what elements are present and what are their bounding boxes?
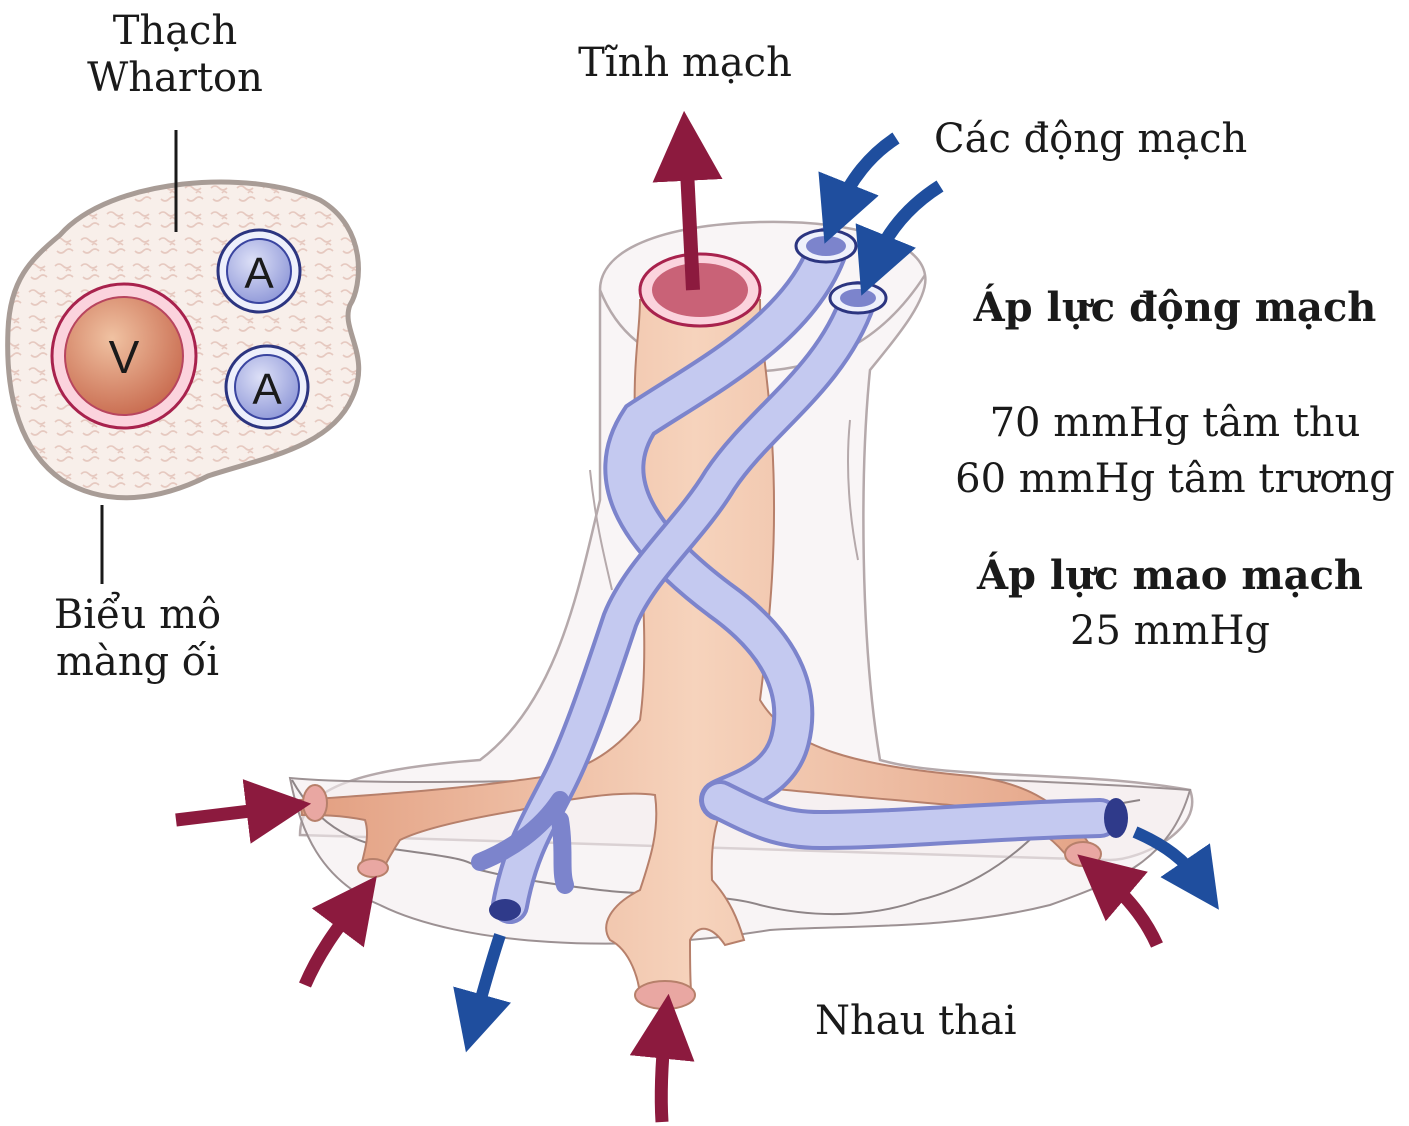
cord-cross-section: V A A (5, 130, 362, 584)
placenta-in-arrow-right (1077, 854, 1163, 948)
capillary-pressure-value: 25 mmHg (1070, 608, 1270, 654)
flow-arrows (175, 110, 1219, 1123)
artery-out-arrow-right (1132, 826, 1219, 910)
wharton-label-line2: Wharton (87, 55, 263, 102)
placenta-in-arrow-lower-left (299, 875, 377, 988)
amnion-label-line2: màng ối (55, 639, 220, 686)
artery-out-arrow-left (453, 933, 512, 1053)
umbilical-arteries (471, 227, 1128, 924)
systolic-pressure: 70 mmHg tâm thu (989, 400, 1361, 446)
amnion-epithelium-label: Biểu mô màng ối (30, 592, 245, 686)
arteries-label: Các động mạch (934, 116, 1248, 162)
placenta-in-arrow-left (175, 779, 312, 844)
vein-letter: V (109, 331, 140, 383)
wharton-jelly-label: Thạch Wharton (70, 8, 280, 102)
capillary-pressure-title: Áp lực mao mạch (976, 552, 1363, 599)
artery-in-arrow-1 (818, 132, 900, 244)
wharton-label-line1: Thạch (112, 8, 238, 54)
diastolic-pressure: 60 mmHg tâm trương (955, 456, 1395, 502)
vein-up-arrow (652, 110, 723, 291)
artery-letter-1: A (244, 249, 274, 298)
vein-label: Tĩnh mạch (578, 40, 792, 86)
artery-in-arrow-2 (855, 180, 944, 296)
artery-letter-2: A (252, 365, 282, 414)
placenta-in-arrow-bottom (629, 993, 695, 1123)
amnion-label-line1: Biểu mô (53, 592, 222, 638)
arterial-pressure-title: Áp lực động mạch (973, 284, 1377, 331)
placenta-label: Nhau thai (815, 998, 1017, 1044)
